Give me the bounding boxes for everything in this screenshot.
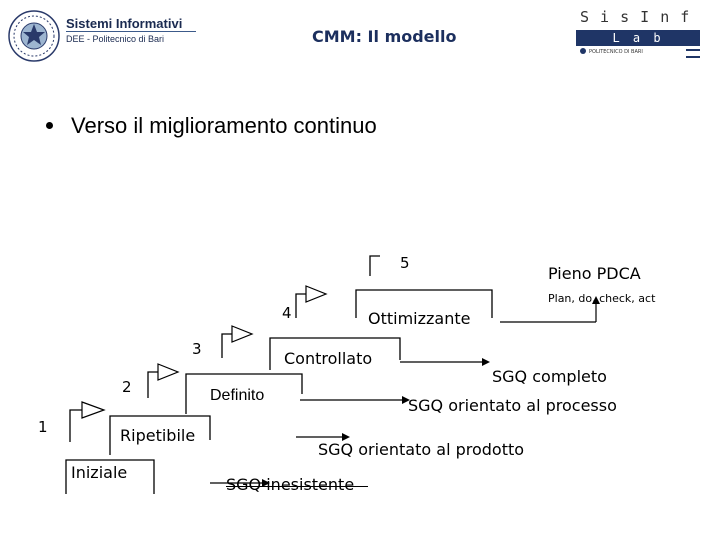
dee-logo-icon bbox=[686, 49, 700, 58]
level-4-number: 4 bbox=[282, 304, 292, 322]
org-subtitle: DEE - Politecnico di Bari bbox=[66, 34, 165, 44]
level-5-name: Ottimizzante bbox=[368, 309, 471, 328]
level-3-description: SGQ orientato al processo bbox=[408, 396, 617, 415]
brand-footer-text: POLITECNICO DI BARI bbox=[589, 49, 643, 55]
level-4-name: Controllato bbox=[284, 349, 373, 368]
level-4-description: SGQ completo bbox=[492, 367, 607, 386]
level-2-description: SGQ orientato al prodotto bbox=[318, 440, 525, 459]
level-1-name: Iniziale bbox=[71, 463, 128, 482]
org-title: Sistemi Informativi bbox=[66, 16, 183, 31]
level-5-number: 5 bbox=[400, 254, 410, 272]
level-1-description: SGQ inesistente bbox=[226, 475, 355, 494]
strike-line bbox=[226, 486, 368, 487]
page-title: CMM: Il modello bbox=[312, 27, 457, 46]
level-1-number: 1 bbox=[38, 418, 48, 436]
brand-name: S i s I n f bbox=[580, 8, 691, 26]
level-3-number: 3 bbox=[192, 340, 202, 358]
brand-dot-icon bbox=[580, 48, 586, 54]
level-3-name: Definito bbox=[210, 387, 265, 404]
level-5-note: Plan, do, check, act bbox=[548, 292, 656, 305]
bullet-text: Verso il miglioramento continuo bbox=[71, 113, 377, 138]
level-2-number: 2 bbox=[122, 378, 132, 396]
university-seal-logo bbox=[8, 10, 60, 62]
level-5-description: Pieno PDCA bbox=[548, 264, 641, 283]
bullet-dot-icon bbox=[46, 122, 53, 129]
header-divider bbox=[66, 31, 196, 32]
level-2-name: Ripetibile bbox=[120, 426, 196, 445]
brand-lab-badge: L a b bbox=[576, 30, 700, 46]
